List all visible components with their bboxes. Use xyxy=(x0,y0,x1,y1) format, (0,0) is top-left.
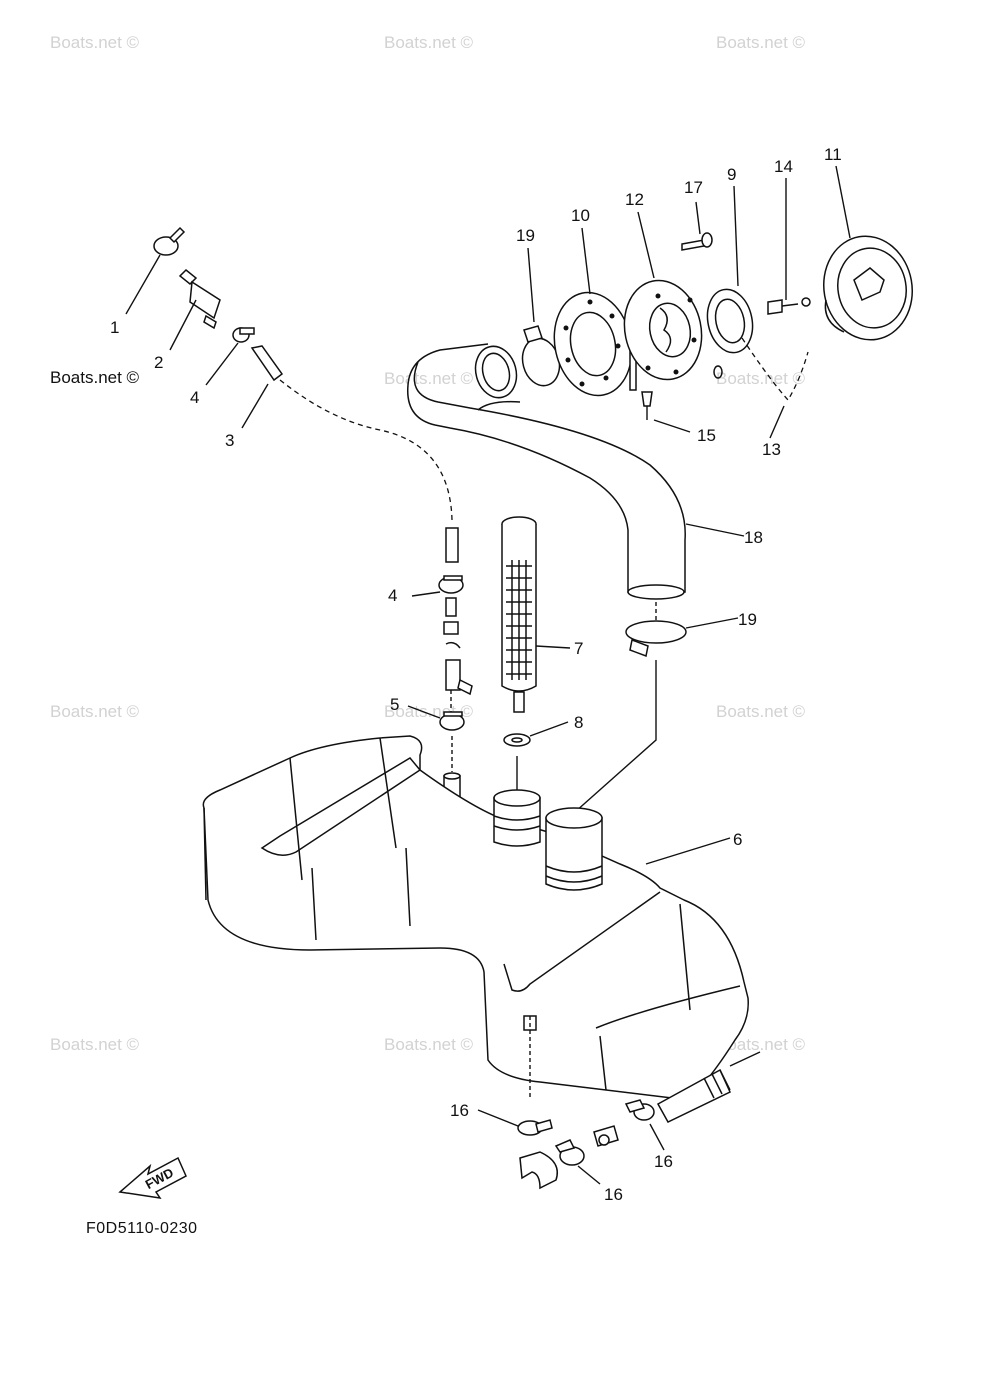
figure-code: F0D5110-0230 xyxy=(86,1220,198,1237)
callout-8: 8 xyxy=(574,713,583,732)
callout-6: 6 xyxy=(733,830,742,849)
watermark-layer: Boats.net © Boats.net © Boats.net © Boat… xyxy=(50,33,806,1054)
filler-hose xyxy=(407,343,686,600)
callout-12: 12 xyxy=(625,190,644,209)
callout-16-left: 16 xyxy=(450,1101,469,1120)
callout-10: 10 xyxy=(571,206,590,225)
washer xyxy=(503,733,531,790)
callout-13: 13 xyxy=(762,440,781,459)
check-valve xyxy=(438,575,473,809)
watermark: Boats.net © xyxy=(716,369,806,388)
watermark: Boats.net © xyxy=(384,1035,474,1054)
watermark: Boats.net © xyxy=(716,1035,806,1054)
watermark: Boats.net © xyxy=(50,33,140,52)
watermark: Boats.net © xyxy=(716,702,806,721)
callout-19: 19 xyxy=(516,226,535,245)
brand-watermark: Boats.net © xyxy=(50,368,140,387)
callout-3: 3 xyxy=(225,431,234,450)
callout-2: 2 xyxy=(154,353,163,372)
watermark: Boats.net © xyxy=(384,33,474,52)
callout-14: 14 xyxy=(774,157,793,176)
watermark: Boats.net © xyxy=(384,369,474,388)
callout-4-lower: 4 xyxy=(388,586,397,605)
o-ring xyxy=(706,288,754,354)
callout-1: 1 xyxy=(110,318,119,337)
callout-5: 5 xyxy=(390,695,399,714)
tank-neck-small xyxy=(493,789,541,847)
hose-seal xyxy=(474,345,518,399)
hose-clamp-lower xyxy=(574,602,687,813)
callout-4: 4 xyxy=(190,388,199,407)
callout-11: 11 xyxy=(824,145,842,164)
hose-clamp-top xyxy=(521,325,561,387)
callout-16-right: 16 xyxy=(654,1152,673,1171)
callout-labels: 1 2 4 3 19 10 12 17 9 14 11 15 13 18 4 7… xyxy=(110,145,842,1204)
watermark: Boats.net © xyxy=(50,1035,140,1054)
callout-19-lower: 19 xyxy=(738,610,757,629)
filler-neck xyxy=(623,279,703,391)
callout-17: 17 xyxy=(684,178,703,197)
fwd-arrow-icon: FWD xyxy=(118,1156,187,1199)
fuel-tank xyxy=(202,735,749,1099)
fuel-cap xyxy=(822,235,914,341)
strainer xyxy=(501,516,537,713)
vent-assembly xyxy=(153,226,284,382)
tank-neck-large xyxy=(545,807,603,891)
screw xyxy=(681,232,713,251)
watermark: Boats.net © xyxy=(50,702,140,721)
gasket xyxy=(553,291,633,397)
rivet xyxy=(641,391,653,420)
callout-16-bottom: 16 xyxy=(604,1185,623,1204)
bolt xyxy=(767,297,811,315)
callout-9: 9 xyxy=(727,165,736,184)
callout-18: 18 xyxy=(744,528,763,547)
strainer-mesh xyxy=(506,560,532,680)
watermark: Boats.net © xyxy=(716,33,806,52)
chain xyxy=(713,337,809,402)
lower-fittings xyxy=(517,1015,761,1190)
callout-7: 7 xyxy=(574,639,583,658)
leader-lines xyxy=(125,165,851,1185)
callout-15: 15 xyxy=(697,426,716,445)
vent-hose xyxy=(279,379,459,563)
